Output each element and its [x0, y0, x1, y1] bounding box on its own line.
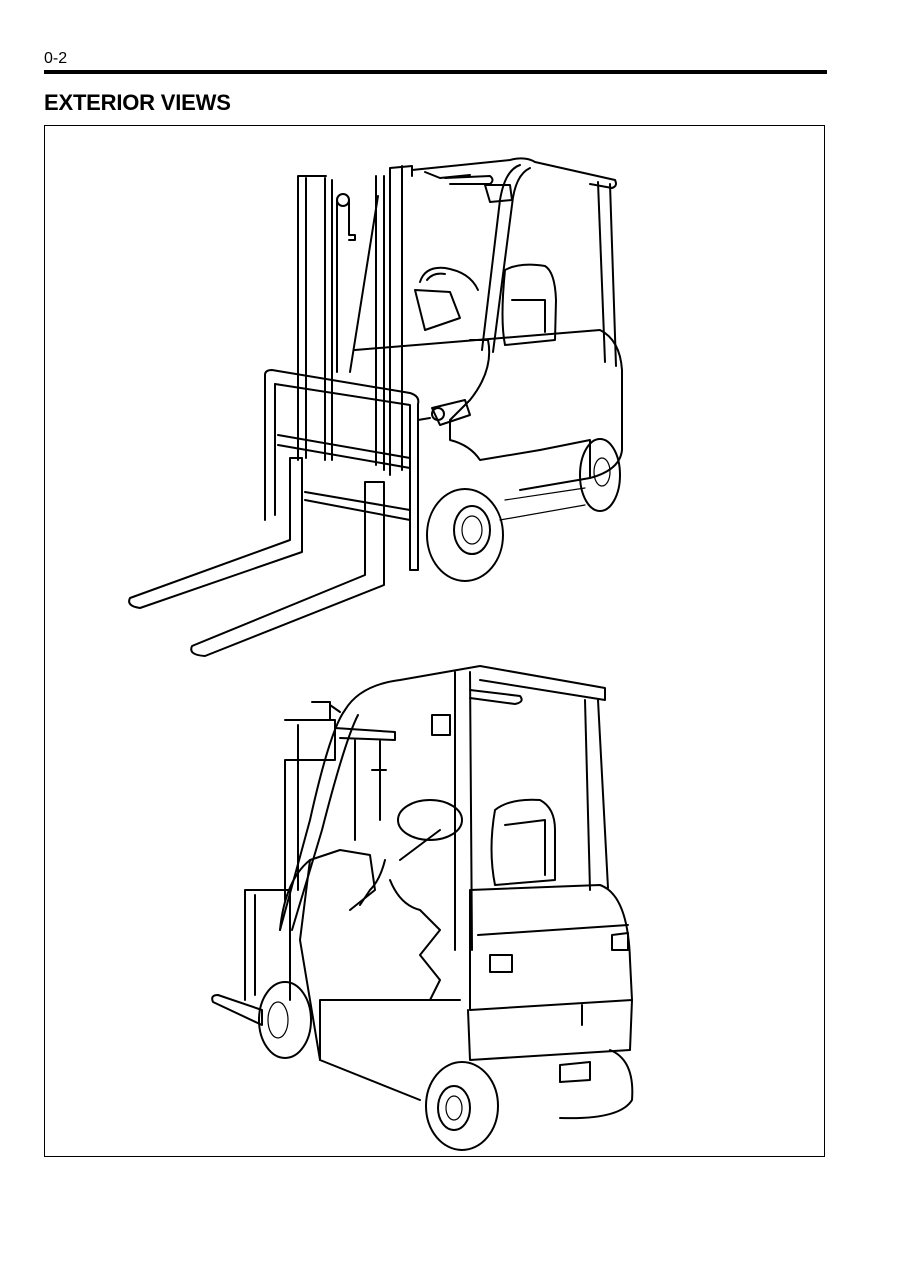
page-title: EXTERIOR VIEWS — [44, 90, 231, 115]
header-rule — [44, 70, 827, 74]
illustration-frame — [44, 125, 825, 1157]
forklift-front-view — [128, 157, 623, 657]
page-number: 0-2 — [44, 50, 68, 67]
forklift-rear-view — [211, 665, 634, 1151]
